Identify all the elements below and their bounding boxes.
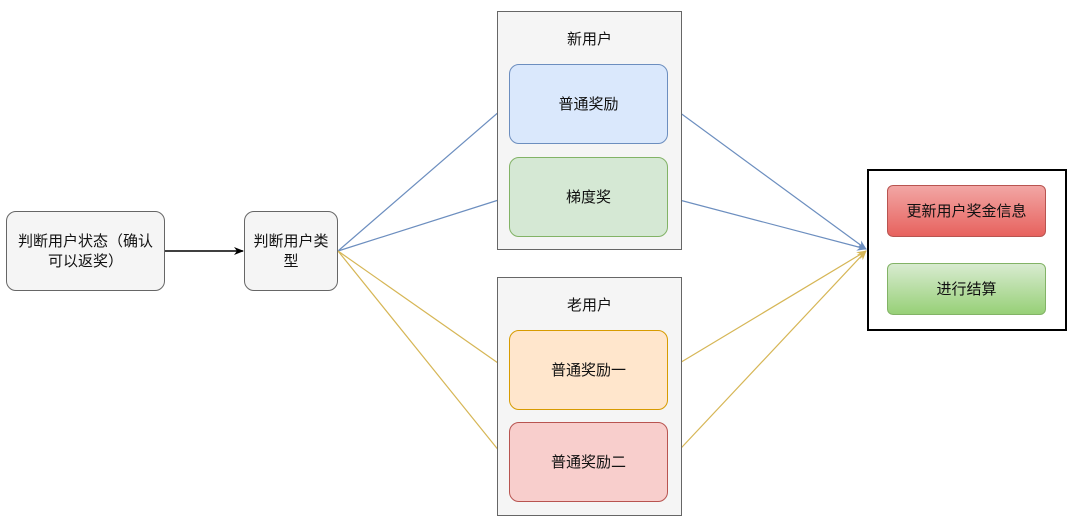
old-normal-reward-2-node[interactable]: 普通奖励二 (509, 422, 668, 502)
check-status-node[interactable]: 判断用户状态（确认可以返奖） (6, 211, 165, 291)
new-normal-reward-node[interactable]: 普通奖励 (509, 64, 668, 144)
settle-label: 进行结算 (936, 280, 997, 298)
arrow-type-to-old-normal-2 (337, 250, 509, 463)
arrow-old-normal-2-to-result (667, 250, 867, 463)
check-status-label: 判断用户状态（确认可以返奖） (17, 232, 153, 270)
new-user-group-title: 新用户 (566, 30, 612, 48)
arrow-new-normal-to-result (667, 103, 867, 250)
tier-reward-label: 梯度奖 (565, 188, 611, 206)
update-bonus-info-label: 更新用户奖金信息 (906, 202, 1027, 220)
check-type-node[interactable]: 判断用户类型 (244, 211, 338, 291)
update-bonus-info-node[interactable]: 更新用户奖金信息 (887, 185, 1046, 237)
old-normal-reward-2-label: 普通奖励二 (550, 453, 626, 471)
old-normal-reward-1-label: 普通奖励一 (550, 361, 626, 379)
arrow-type-to-old-normal-1 (337, 250, 509, 371)
tier-reward-node[interactable]: 梯度奖 (509, 157, 668, 237)
settle-node[interactable]: 进行结算 (887, 263, 1046, 315)
arrow-type-to-new-tier (337, 195, 509, 252)
arrow-old-normal-1-to-result (667, 250, 867, 371)
arrow-type-to-new-normal (337, 103, 509, 252)
old-user-group-title: 老用户 (566, 296, 612, 314)
old-normal-reward-1-node[interactable]: 普通奖励一 (509, 330, 668, 410)
check-type-label: 判断用户类型 (253, 232, 329, 270)
new-normal-reward-label: 普通奖励 (558, 95, 619, 113)
arrow-new-tier-to-result (667, 196, 867, 251)
